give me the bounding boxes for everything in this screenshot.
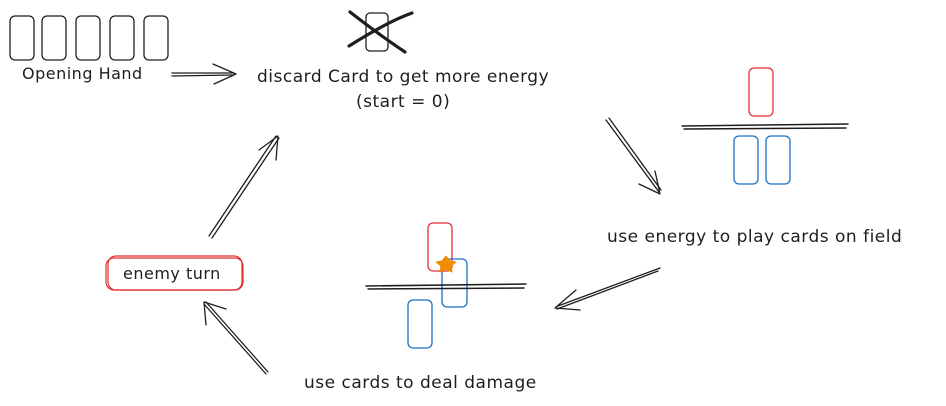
hand-card-4	[109, 15, 135, 61]
arrow-damage-to-enemy	[203, 301, 269, 375]
hand-card-1	[9, 15, 35, 61]
field-damage-illustration	[365, 222, 527, 349]
attacking-card	[441, 258, 468, 308]
opening-hand-cards	[9, 15, 169, 61]
arrow-discard-to-play	[605, 117, 662, 195]
field-play-illustration	[681, 67, 849, 185]
hand-card-3	[75, 15, 101, 61]
label-enemy-turn: enemy turn	[123, 264, 221, 283]
impact-burst-icon	[435, 255, 457, 273]
label-discard: discard Card to get more energy	[257, 67, 550, 87]
discard-card-icon	[347, 10, 414, 54]
enemy-turn-box	[105, 255, 244, 291]
label-discard-note: (start = 0)	[356, 92, 451, 112]
arrow-hand-to-discard	[171, 63, 237, 85]
arrow-play-to-damage	[554, 267, 661, 311]
player-card-2	[765, 135, 791, 185]
enemy-card	[748, 67, 774, 117]
label-opening-hand: Opening Hand	[22, 64, 143, 83]
arrow-enemy-to-discard	[208, 135, 280, 239]
hand-card-5	[143, 15, 169, 61]
hand-card-2	[41, 15, 67, 61]
player-card-1	[733, 135, 759, 185]
player-field-card	[407, 299, 433, 349]
label-deal-damage: use cards to deal damage	[304, 373, 537, 393]
label-play-cards: use energy to play cards on field	[607, 227, 903, 247]
